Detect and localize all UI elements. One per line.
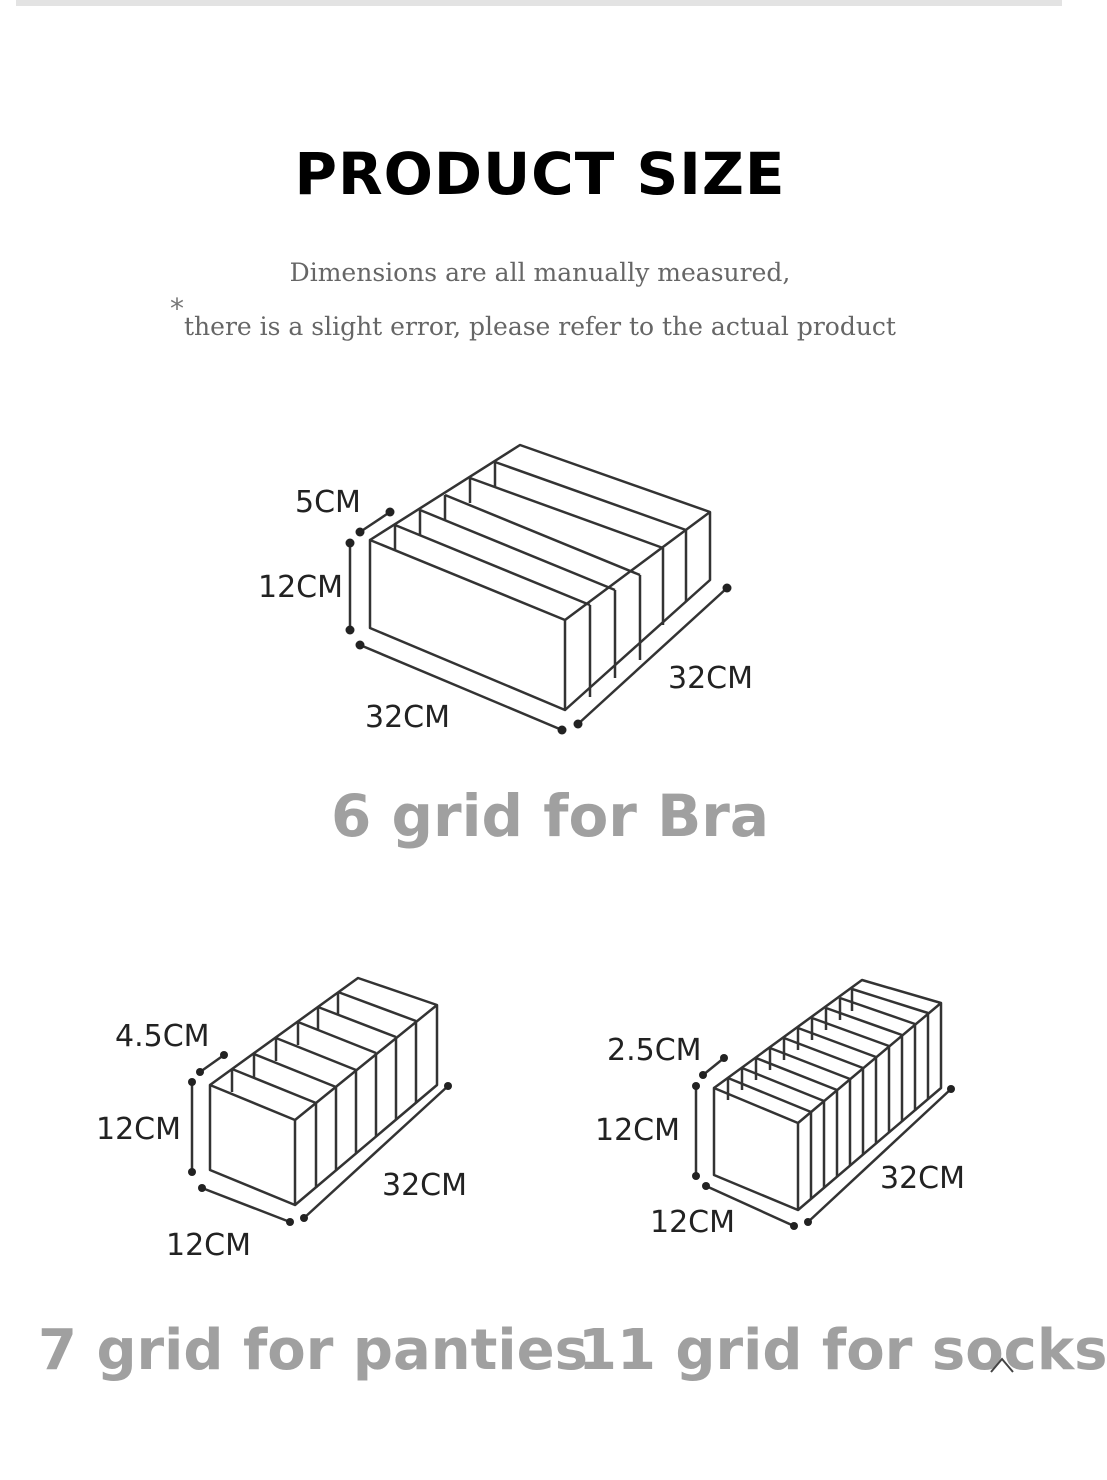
bra-depth-label: 32CM <box>365 700 450 735</box>
bra-length-label: 32CM <box>668 661 753 696</box>
socks-width-label: 2.5CM <box>607 1033 702 1068</box>
socks-height-label: 12CM <box>595 1113 680 1148</box>
measurement-note-line-1: Dimensions are all manually measured, <box>289 258 791 287</box>
top-divider <box>16 0 1062 6</box>
panties-length-label: 32CM <box>382 1168 467 1203</box>
caption-6-grid-bra: 6 grid for Bra <box>330 782 770 850</box>
size-diagrams: 5CM 12CM 32CM 32CM 4.5CM 12CM 12CM 32CM … <box>96 443 965 1263</box>
panties-organizer-diagram <box>190 976 449 1224</box>
panties-depth-label: 12CM <box>166 1228 251 1263</box>
socks-organizer-diagram <box>694 978 952 1228</box>
chevron-up-icon[interactable] <box>988 1352 1016 1380</box>
bra-organizer-diagram <box>348 443 728 732</box>
page-title: PRODUCT SIZE <box>294 140 786 208</box>
bra-height-label: 12CM <box>258 570 343 605</box>
socks-depth-label: 12CM <box>650 1205 735 1240</box>
panties-width-label: 4.5CM <box>115 1019 210 1054</box>
panties-height-label: 12CM <box>96 1112 181 1147</box>
asterisk-mark: * <box>170 292 184 325</box>
measurement-note-line-2: there is a slight error, please refer to… <box>184 312 896 341</box>
bra-width-label: 5CM <box>295 485 361 520</box>
caption-11-grid-socks: 11 grid for socks <box>578 1318 1107 1383</box>
socks-length-label: 32CM <box>880 1161 965 1196</box>
caption-7-grid-panties: 7 grid for panties <box>38 1318 588 1383</box>
